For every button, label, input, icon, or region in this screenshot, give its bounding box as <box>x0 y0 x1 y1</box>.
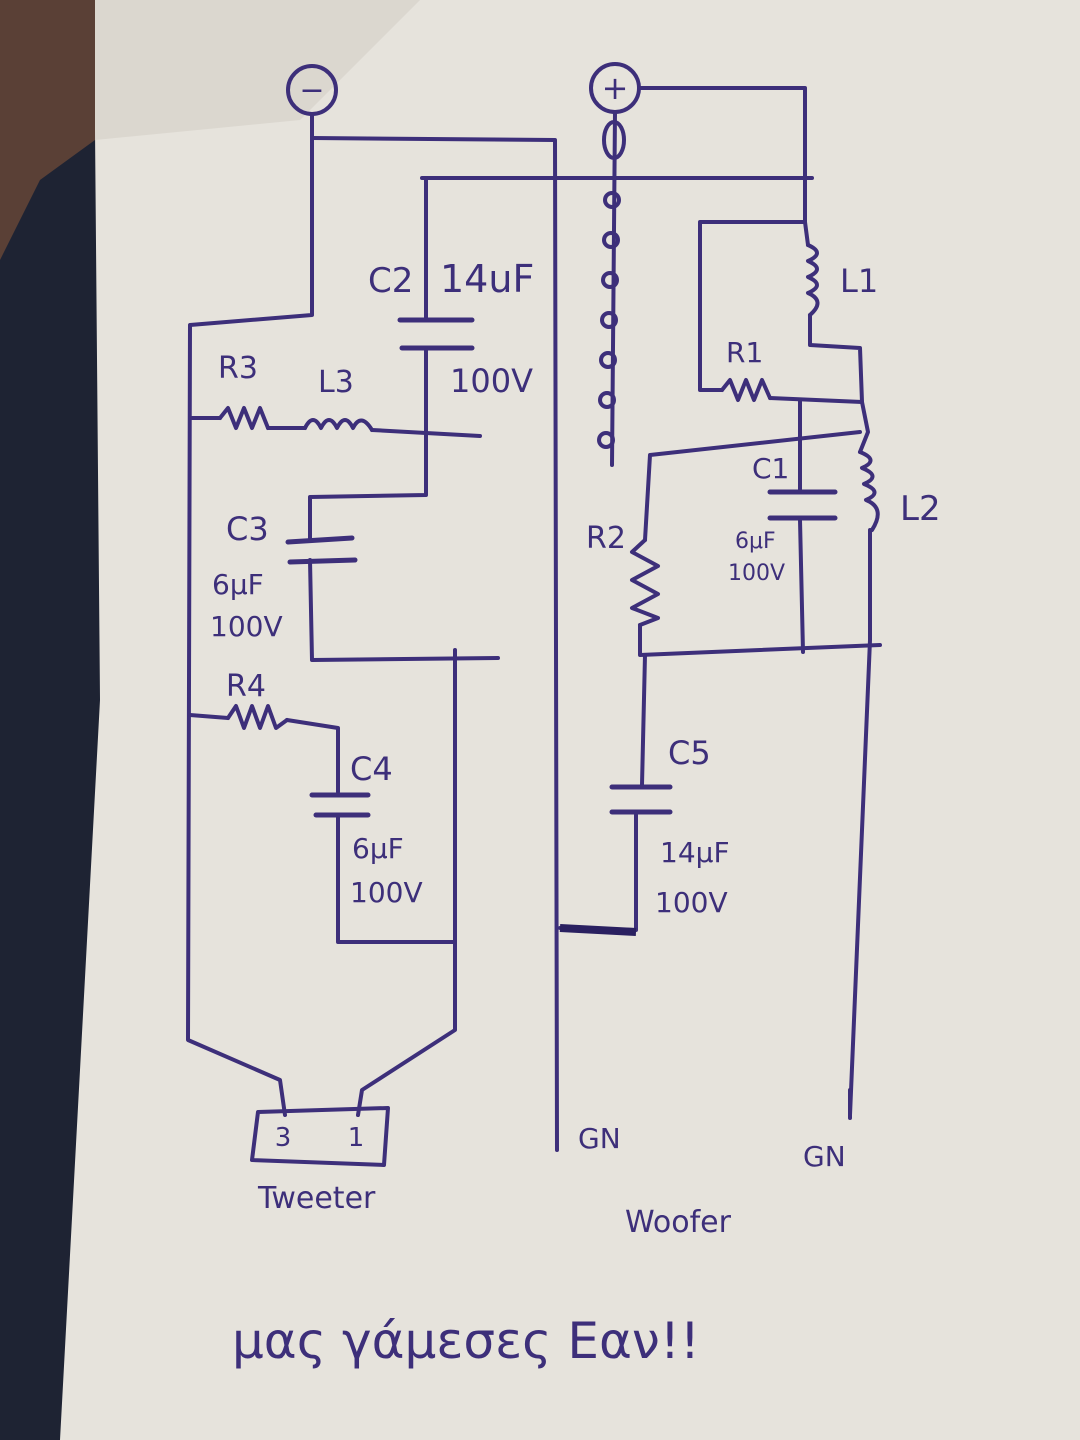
resistor-r2 <box>630 538 660 627</box>
tweeter-pin-3: 3 <box>275 1123 292 1153</box>
negative-terminal: − <box>286 64 338 116</box>
label-r1: R1 <box>726 336 763 369</box>
label-r3: R3 <box>218 351 258 386</box>
label-c2-voltage: 100V <box>450 362 533 400</box>
positive-terminal-symbol: + <box>602 69 629 107</box>
label-c5-voltage: 100V <box>655 886 728 919</box>
label-c3: C3 <box>226 510 269 548</box>
labels: C2 14uF 100V R3 L3 C3 6μF 100V R4 C4 6μF… <box>210 257 941 1370</box>
paper-sheet <box>60 0 1080 1440</box>
resistor-r4 <box>226 704 289 730</box>
resistor-r3 <box>218 406 270 430</box>
label-c5: C5 <box>668 734 711 772</box>
label-tweeter: Tweeter <box>257 1181 376 1216</box>
label-gnd-right: GN <box>803 1140 846 1173</box>
label-c1: C1 <box>752 452 789 485</box>
inductor-l2 <box>858 450 880 532</box>
label-c3-value: 6μF <box>212 568 264 601</box>
wire-twist-marks <box>597 120 626 449</box>
label-c4: C4 <box>350 750 393 788</box>
capacitor-c1 <box>767 489 838 521</box>
negative-terminal-symbol: − <box>299 73 324 108</box>
capacitor-c4 <box>309 792 371 818</box>
label-c4-value: 6μF <box>352 832 404 865</box>
paper-shadow <box>95 0 420 140</box>
capacitor-c2 <box>397 317 475 351</box>
label-c2-value: 14uF <box>440 257 534 301</box>
label-c5-value: 14μF <box>660 836 730 869</box>
label-c1-value: 6μF <box>735 529 776 554</box>
label-l2: L2 <box>900 489 941 529</box>
label-c3-voltage: 100V <box>210 610 283 643</box>
label-r4: R4 <box>226 669 266 704</box>
label-woofer: Woofer <box>625 1205 732 1240</box>
label-gnd-left: GN <box>578 1122 621 1155</box>
label-c4-voltage: 100V <box>350 876 423 909</box>
label-c1-voltage: 100V <box>728 561 785 586</box>
resistor-r1 <box>720 378 772 402</box>
background-brown <box>0 0 95 260</box>
label-l3: L3 <box>318 365 354 400</box>
label-r2: R2 <box>586 521 626 556</box>
label-l1: L1 <box>840 262 878 300</box>
label-c2: C2 <box>368 261 413 301</box>
tweeter-pin-1: 1 <box>348 1123 365 1153</box>
capacitor-c5 <box>609 784 673 815</box>
tweeter-connector: 3 1 <box>250 1106 390 1167</box>
wires <box>186 86 882 1152</box>
handwritten-note: μας γάμεσες Εαν!! <box>232 1312 700 1370</box>
inductor-l1 <box>806 243 820 317</box>
inductor-l3 <box>303 418 374 432</box>
capacitor-c3 <box>285 535 358 565</box>
